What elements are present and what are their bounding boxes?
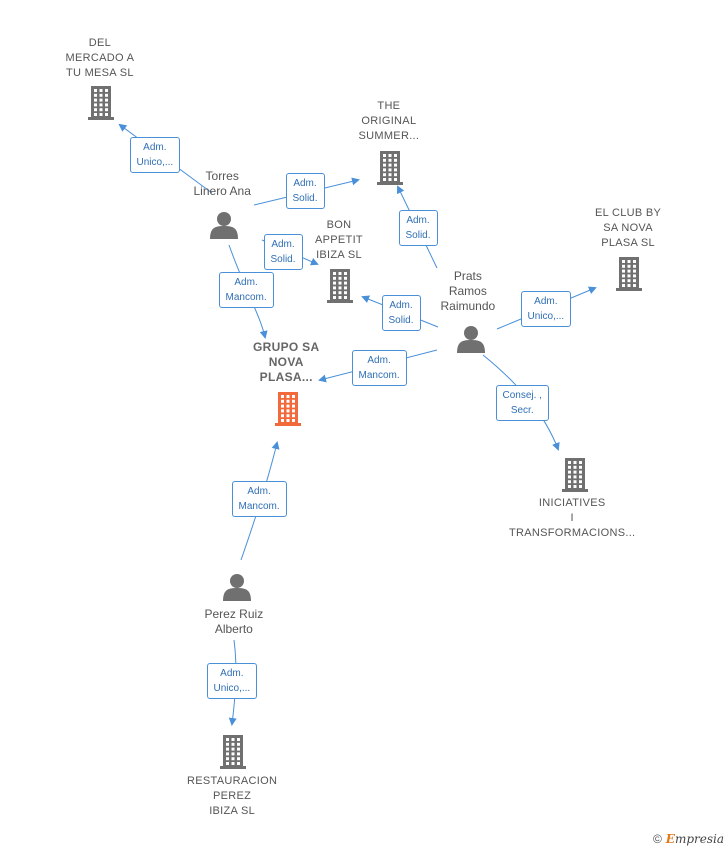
footer-brand: ©Empresia bbox=[653, 832, 724, 846]
edge-label-torres-to-bon_appetit[interactable]: Adm. Solid. bbox=[263, 234, 303, 270]
torres-label[interactable]: Torres Linero Ana bbox=[193, 169, 251, 198]
edge-label-prats-to-iniciatives[interactable]: Consej. , Secr. bbox=[495, 385, 549, 421]
brand-logo: Empresia bbox=[665, 832, 724, 846]
perez-person-icon[interactable] bbox=[223, 574, 251, 601]
edge-label-prats-to-bon_appetit[interactable]: Adm. Solid. bbox=[381, 295, 421, 331]
prats-person-icon[interactable] bbox=[457, 326, 485, 353]
edge-label-perez-to-restauracion[interactable]: Adm. Unico,... bbox=[206, 663, 258, 699]
edge-label-prats-to-el_club[interactable]: Adm. Unico,... bbox=[520, 291, 572, 327]
copyright-symbol: © bbox=[652, 832, 662, 846]
del_mercado-label[interactable]: DEL MERCADO A TU MESA SL bbox=[65, 36, 135, 79]
restauracion-building-icon[interactable] bbox=[220, 735, 246, 769]
edge-label-torres-to-grupo[interactable]: Adm. Mancom. bbox=[218, 272, 274, 308]
edge-label-prats-to-grupo[interactable]: Adm. Mancom. bbox=[351, 350, 407, 386]
grupo-label[interactable]: GRUPO SA NOVA PLASA... bbox=[253, 339, 320, 384]
el_club-building-icon[interactable] bbox=[616, 257, 642, 291]
edge-label-torres-to-the_original[interactable]: Adm. Solid. bbox=[285, 173, 325, 209]
iniciatives-building-icon[interactable] bbox=[562, 458, 588, 492]
edge-label-perez-to-grupo[interactable]: Adm. Mancom. bbox=[231, 481, 287, 517]
del_mercado-building-icon[interactable] bbox=[88, 86, 114, 120]
bon_appetit-building-icon[interactable] bbox=[327, 269, 353, 303]
restauracion-label[interactable]: RESTAURACION PEREZ IBIZA SL bbox=[187, 774, 278, 817]
bon_appetit-label[interactable]: BON APPETIT IBIZA SL bbox=[315, 218, 363, 261]
grupo-building-icon[interactable] bbox=[275, 392, 301, 426]
iniciatives-label[interactable]: INICIATIVES I TRANSFORMACIONS... bbox=[509, 496, 636, 539]
el_club-label[interactable]: EL CLUB BY SA NOVA PLASA SL bbox=[595, 206, 662, 249]
prats-label[interactable]: Prats Ramos Raimundo bbox=[440, 268, 496, 313]
perez-label[interactable]: Perez Ruiz Alberto bbox=[204, 607, 264, 636]
edge-label-prats-to-the_original[interactable]: Adm. Solid. bbox=[398, 210, 438, 246]
edge-label-torres-to-del_mercado[interactable]: Adm. Unico,... bbox=[129, 137, 181, 173]
the_original-label[interactable]: THE ORIGINAL SUMMER... bbox=[358, 99, 420, 142]
torres-person-icon[interactable] bbox=[210, 212, 238, 239]
the_original-building-icon[interactable] bbox=[377, 151, 403, 185]
